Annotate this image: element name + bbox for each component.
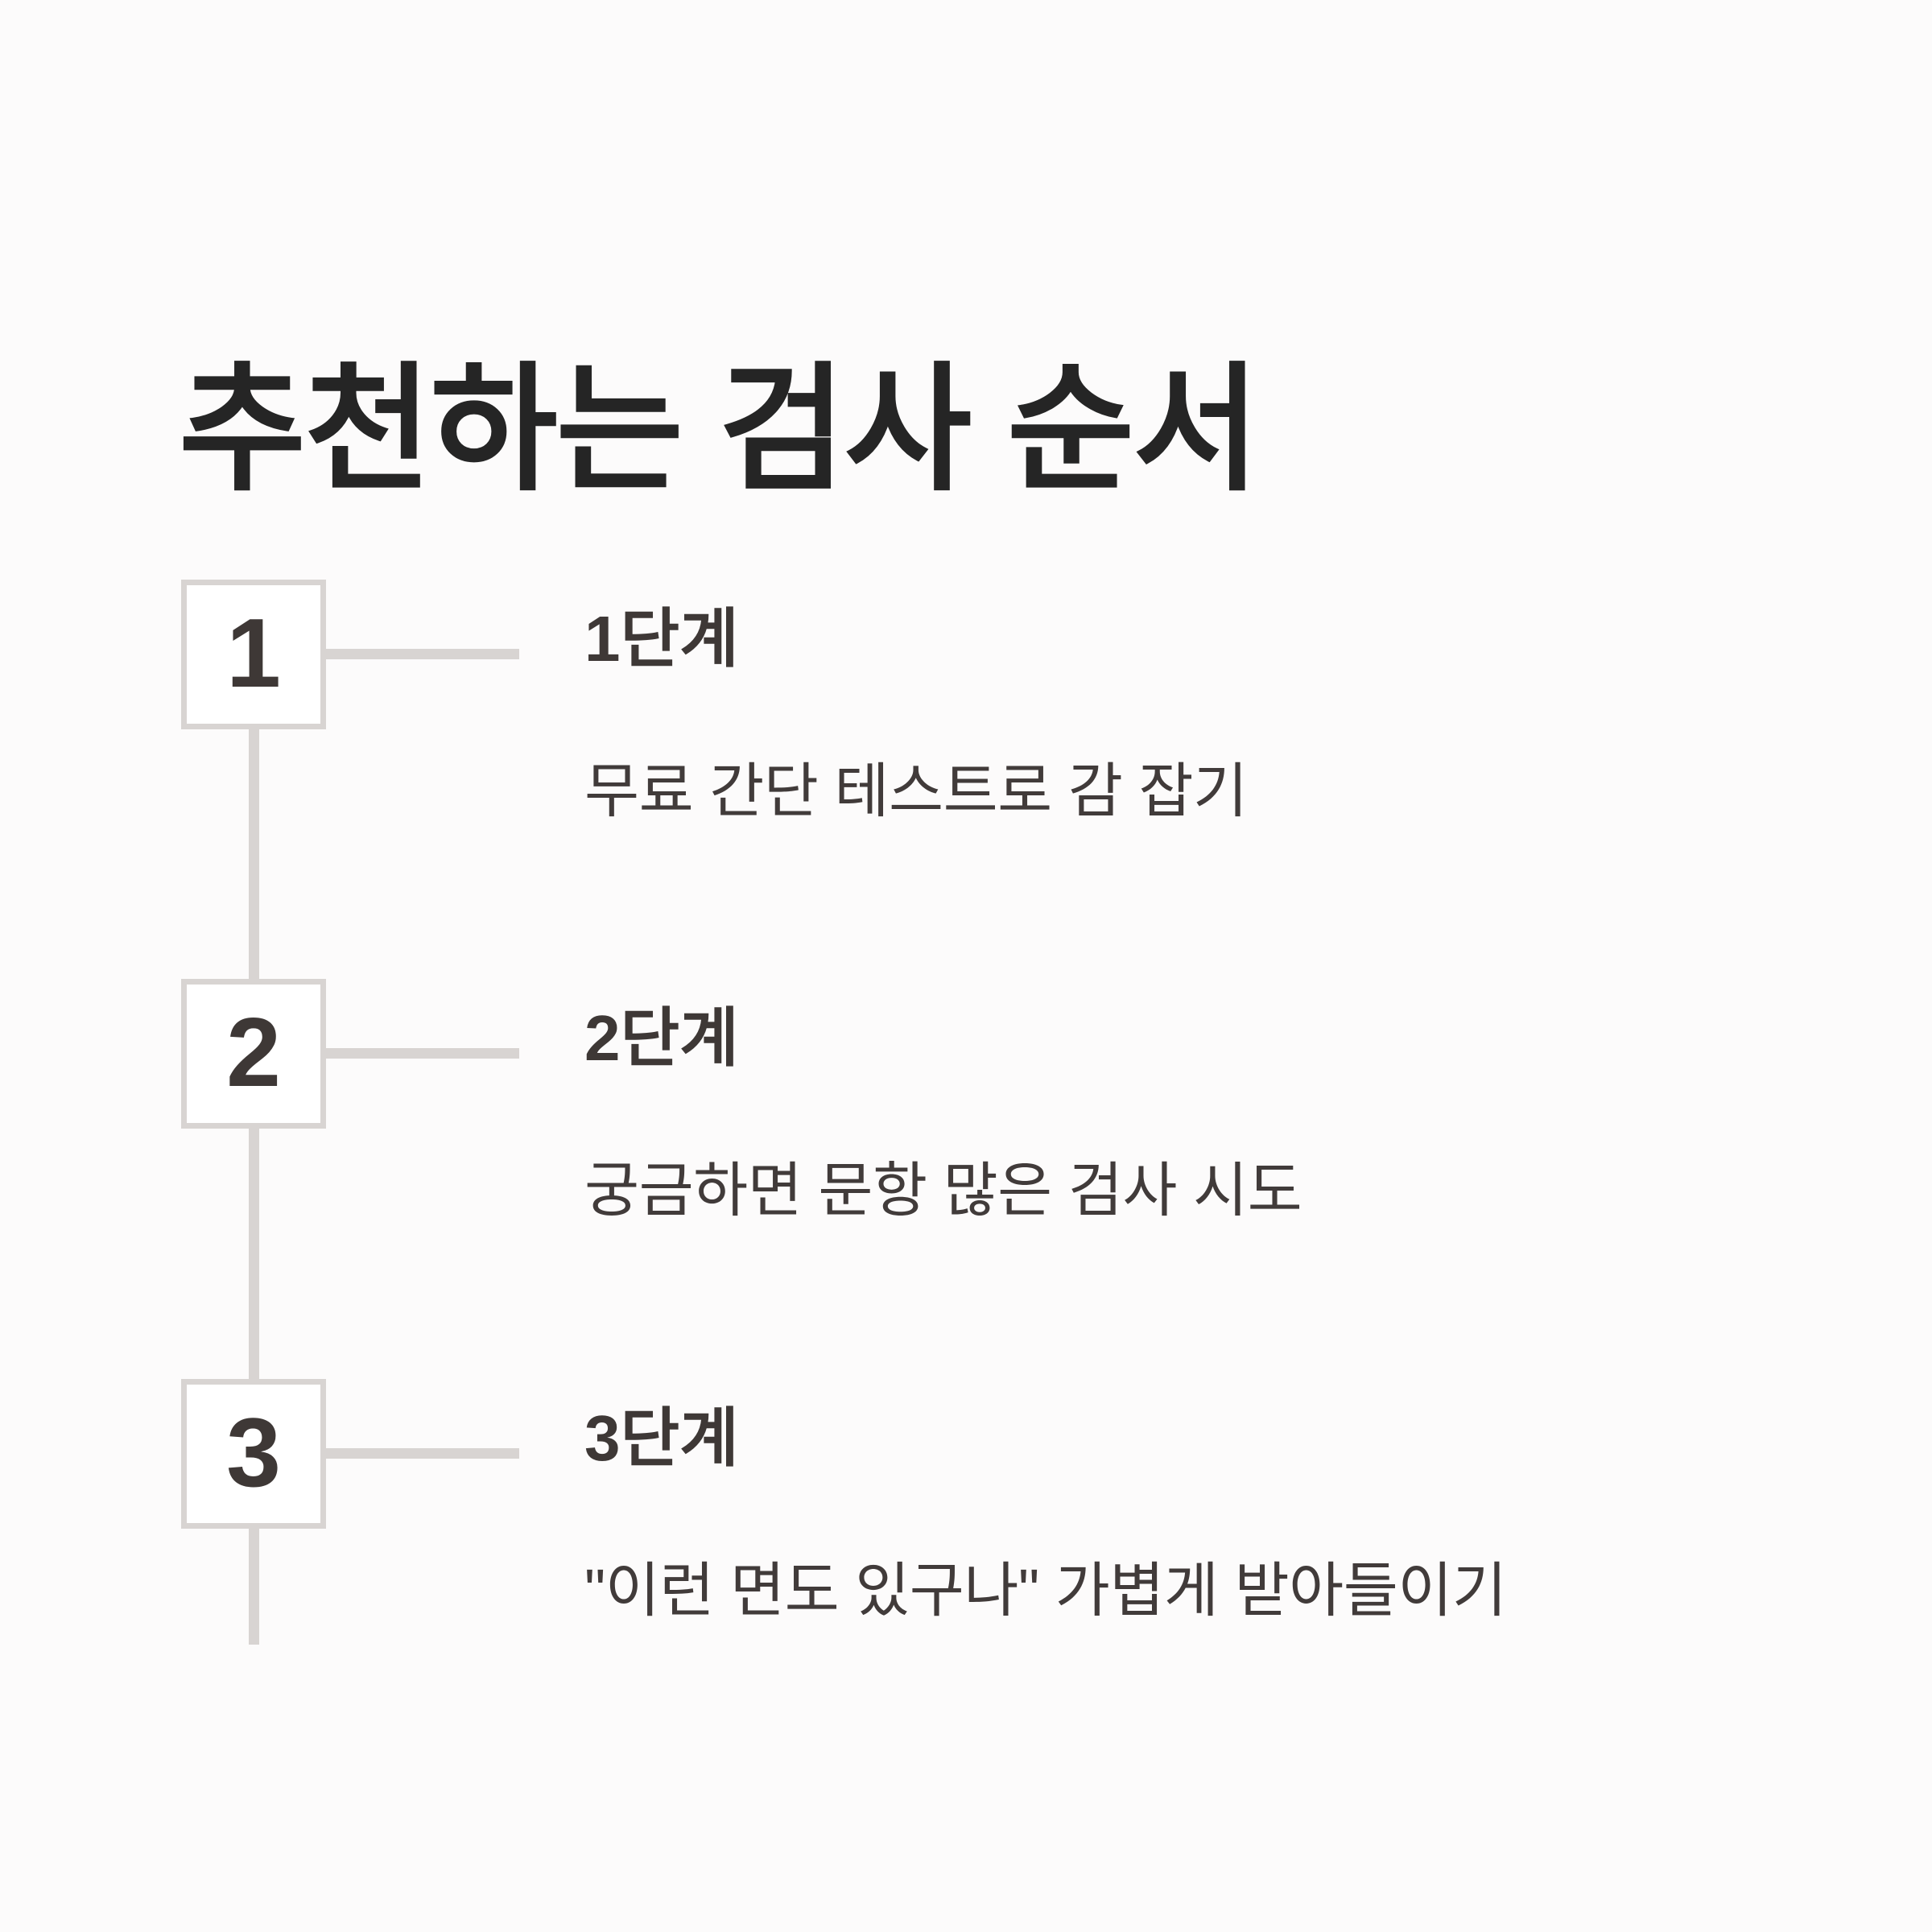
step-marker-3: 3 (181, 1379, 326, 1529)
step-heading-1: 1단계 (584, 603, 739, 675)
step-marker-1: 1 (181, 580, 326, 729)
page-title: 추천하는 검사 순서 (179, 353, 1260, 508)
step-connector-3 (320, 1448, 519, 1459)
step-heading-3: 3단계 (584, 1402, 739, 1474)
step-heading-2: 2단계 (584, 1002, 739, 1074)
step-body-2: 궁금하면 문항 많은 검사 시도 (584, 1157, 1302, 1224)
timeline-spine-segment-2 (249, 1124, 259, 1381)
step-body-1: 무료 간단 테스트로 감 잡기 (584, 758, 1248, 824)
step-connector-1 (320, 649, 519, 659)
step-body-3: "이런 면도 있구나" 가볍게 받아들이기 (584, 1557, 1507, 1624)
timeline-spine-tail (249, 1524, 259, 1645)
step-number-1: 1 (226, 598, 281, 708)
timeline-spine-segment-1 (249, 724, 259, 982)
step-connector-2 (320, 1048, 519, 1059)
step-marker-2: 2 (181, 979, 326, 1129)
step-number-2: 2 (226, 997, 281, 1107)
step-number-3: 3 (226, 1397, 281, 1507)
